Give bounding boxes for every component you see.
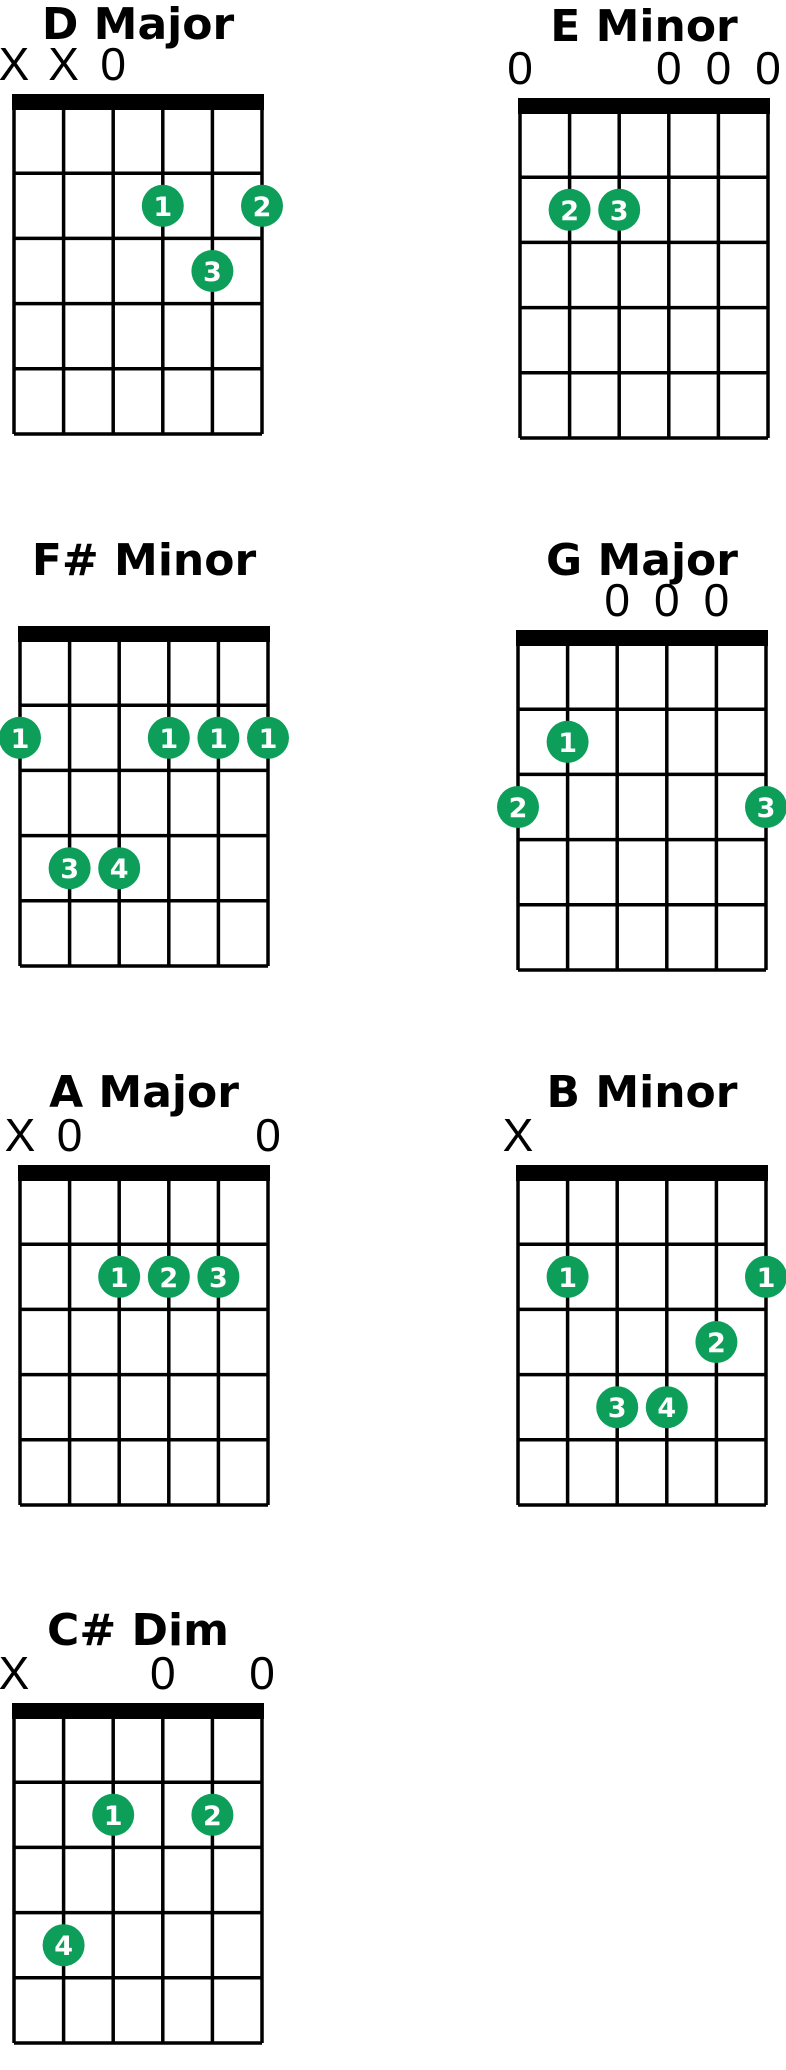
- finger-number: 4: [54, 1931, 73, 1962]
- finger-dot: [191, 250, 234, 292]
- finger-number: 2: [203, 1801, 222, 1832]
- open-string-marker: 0: [654, 574, 680, 626]
- open-string-marker: 0: [150, 1647, 176, 1699]
- muted-string-marker: X: [0, 1647, 29, 1699]
- finger-dot: [92, 1793, 135, 1836]
- finger-dot: [247, 716, 289, 759]
- finger-number: 1: [104, 1801, 123, 1832]
- chord-title: E Minor: [550, 1, 738, 52]
- chord-title: G Major: [546, 535, 738, 586]
- finger-number: 2: [253, 192, 272, 223]
- muted-string-marker: X: [0, 38, 29, 90]
- chord-title: B Minor: [546, 1067, 738, 1118]
- finger-dot: [147, 716, 190, 759]
- finger-number: 3: [209, 1263, 228, 1294]
- finger-dot: [42, 1924, 85, 1967]
- finger-dot: [497, 786, 539, 828]
- finger-number: 2: [509, 793, 528, 824]
- nut: [12, 1703, 264, 1719]
- finger-number: 2: [560, 196, 579, 227]
- finger-dot: [596, 1386, 639, 1429]
- finger-number: 1: [259, 724, 278, 755]
- finger-dot: [0, 716, 41, 759]
- finger-number: 3: [610, 196, 629, 227]
- finger-number: 1: [159, 724, 178, 755]
- open-string-marker: 0: [255, 1109, 281, 1161]
- open-string-marker: 0: [604, 574, 630, 626]
- nut: [12, 94, 264, 110]
- finger-dot: [598, 188, 641, 231]
- chord-title: A Major: [49, 1067, 239, 1118]
- finger-dot: [548, 188, 591, 231]
- open-string-marker: 0: [656, 42, 682, 94]
- finger-number: 4: [657, 1393, 676, 1424]
- chord-diagram-c-sharp-dim: C# Dim X 0 0 1 2 4: [0, 1600, 330, 2070]
- finger-dot: [98, 847, 141, 890]
- finger-number: 1: [558, 1263, 577, 1294]
- nut: [516, 630, 768, 646]
- finger-number: 3: [60, 854, 79, 885]
- nut: [518, 98, 770, 114]
- finger-dot: [98, 1255, 141, 1298]
- open-string-marker: 0: [100, 38, 126, 90]
- finger-number: 2: [159, 1263, 178, 1294]
- finger-dot: [546, 720, 589, 763]
- finger-dot: [191, 1793, 234, 1836]
- nut: [516, 1165, 768, 1181]
- finger-number: 4: [110, 854, 129, 885]
- open-string-marker: 0: [507, 42, 533, 94]
- fretboard: X 0 0 1 2 4: [0, 1647, 275, 2045]
- finger-number: 1: [110, 1263, 129, 1294]
- finger-dot: [546, 1255, 589, 1298]
- finger-dot: [695, 1321, 738, 1363]
- finger-number: 1: [11, 724, 30, 755]
- muted-string-marker: X: [5, 1109, 36, 1161]
- chord-title: F# Minor: [31, 535, 257, 586]
- finger-number: 3: [203, 257, 222, 288]
- open-string-marker: 0: [249, 1647, 275, 1699]
- finger-dot: [745, 1255, 786, 1298]
- finger-dot: [241, 184, 283, 227]
- finger-dot: [147, 1255, 190, 1298]
- finger-dot: [197, 1255, 240, 1298]
- muted-string-marker: X: [503, 1109, 534, 1161]
- open-string-marker: 0: [755, 42, 781, 94]
- finger-dot: [645, 1386, 688, 1429]
- finger-number: 1: [153, 192, 172, 223]
- chord-title: C# Dim: [47, 1605, 229, 1656]
- open-string-marker: 0: [57, 1109, 83, 1161]
- nut: [18, 626, 270, 642]
- finger-number: 3: [608, 1393, 627, 1424]
- muted-string-marker: X: [48, 38, 79, 90]
- chord-title: D Major: [41, 0, 235, 50]
- finger-number: 1: [558, 728, 577, 759]
- finger-dot: [197, 716, 240, 759]
- finger-number: 1: [209, 724, 228, 755]
- nut: [18, 1165, 270, 1181]
- finger-dot: [745, 786, 786, 828]
- finger-dot: [48, 847, 91, 890]
- finger-number: 1: [757, 1263, 776, 1294]
- open-string-marker: 0: [706, 42, 732, 94]
- open-string-marker: 0: [704, 574, 730, 626]
- finger-number: 3: [757, 793, 776, 824]
- finger-dot: [141, 184, 184, 227]
- finger-number: 2: [707, 1328, 726, 1359]
